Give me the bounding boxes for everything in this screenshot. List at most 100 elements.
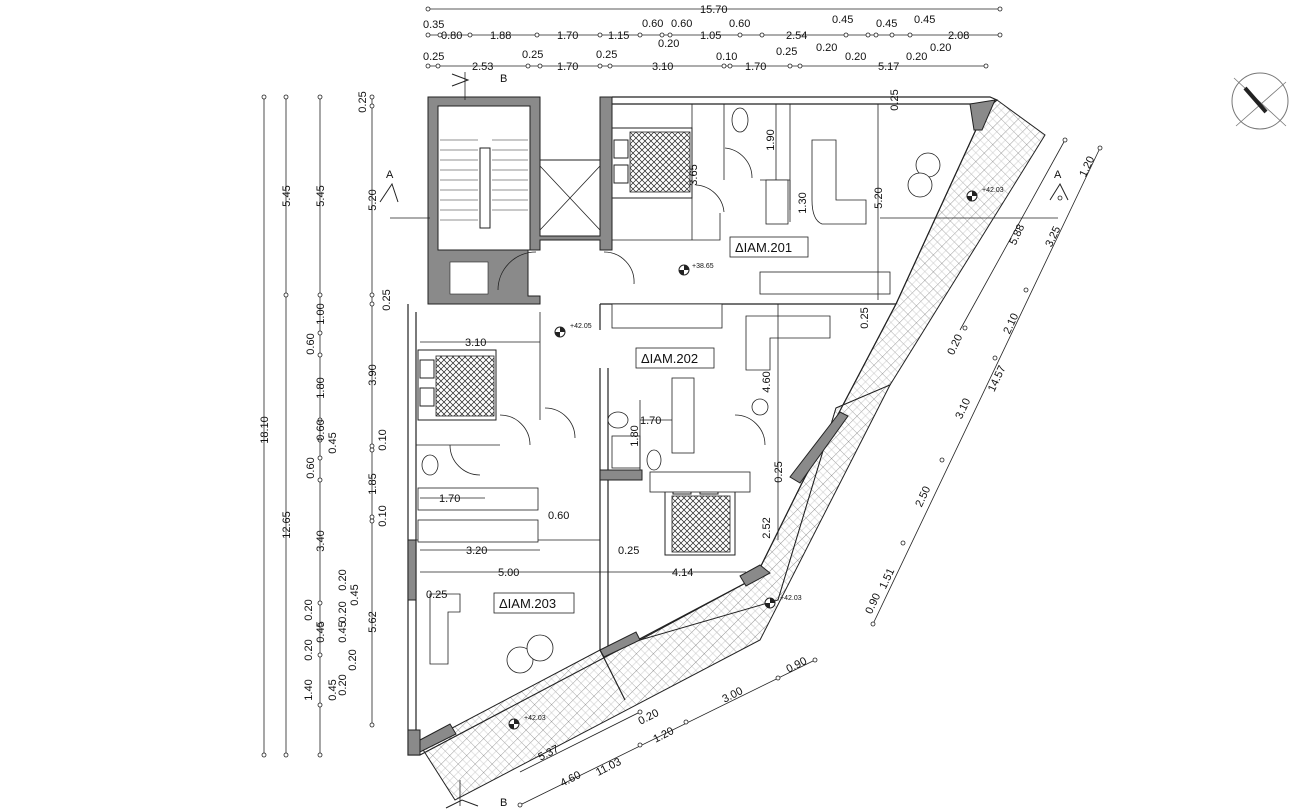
section-marks: A A B B: [379, 72, 1069, 809]
dim-left-c4: 0.10: [377, 429, 389, 450]
top-dimension-lines: 15.70 0.35 0.80 1.88 1.70 1.15 0.60 0.60…: [423, 4, 1003, 73]
level-marker-icon: [764, 597, 776, 609]
dim-top-r1: 1.88: [490, 30, 511, 42]
level-marker-icon: [554, 326, 566, 338]
dim-top-r2: 2.53: [472, 61, 493, 73]
door-swings: [449, 147, 766, 476]
north-arrow-icon: [1231, 72, 1289, 130]
dim-top-r1: 0.20: [658, 38, 679, 50]
dim-left-c3: 0.60: [315, 419, 327, 440]
dim-inner: 0.25: [426, 589, 447, 601]
dim-left-c4: 5.62: [367, 611, 379, 632]
dim-top-r1: 0.80: [441, 30, 462, 42]
dim-top-r1: 0.45: [832, 14, 853, 26]
dim-right: 3.10: [953, 396, 973, 420]
dim-right: 1.20: [1077, 154, 1097, 178]
dim-top-r2: 5.17: [878, 61, 899, 73]
dim-top-r2: 0.25: [522, 49, 543, 61]
dim-right: 0.20: [945, 332, 965, 356]
dim-top-r1: 2.08: [948, 30, 969, 42]
dim-left-c3: 1.40: [303, 679, 315, 700]
dim-left-c3: 0.45: [349, 584, 361, 605]
dim-top-r2: 1.70: [557, 61, 578, 73]
kitchen-fixtures: [417, 107, 891, 543]
dim-inner: 4.14: [672, 567, 693, 579]
dim-top-r1: 0.20: [845, 51, 866, 63]
dim-inner: 0.25: [889, 89, 901, 110]
dim-right: 3.25: [1043, 224, 1063, 248]
dim-right: 2.10: [1001, 311, 1021, 335]
room-label-203: ΔIAM.203: [499, 596, 556, 611]
dim-top-r2: 0.25: [776, 46, 797, 58]
dim-left-c3: 0.20: [337, 674, 349, 695]
level-label: +38.65: [692, 263, 714, 270]
dim-left-c4: 0.25: [381, 289, 393, 310]
dim-bottom: 0.90: [784, 655, 809, 675]
section-mark-a: A: [386, 169, 394, 181]
dim-top-r1: 0.60: [642, 18, 663, 30]
dim-inner: 1.30: [797, 192, 809, 213]
section-mark-b: B: [500, 797, 507, 809]
dim-right: 14.57: [986, 364, 1009, 394]
dim-left-c3: 0.45: [327, 432, 339, 453]
dim-left-c3: 0.45: [327, 679, 339, 700]
dim-top-overall: 15.70: [700, 4, 728, 16]
dim-left-c3: 1.80: [315, 377, 327, 398]
level-marker-icon: [508, 718, 520, 730]
dim-left-c4: 0.25: [357, 91, 369, 112]
dim-top-r1: 0.20: [930, 42, 951, 54]
dim-inner: 5.00: [498, 567, 519, 579]
level-label: +42.05: [570, 323, 592, 330]
dim-top-r2: 1.70: [745, 61, 766, 73]
inner-dimension-lines: [420, 104, 879, 573]
dim-top-r1: 1.05: [700, 30, 721, 42]
room-label-201: ΔIAM.201: [735, 240, 792, 255]
dim-top-r1: 0.20: [816, 42, 837, 54]
level-label: +42.03: [982, 187, 1004, 194]
dim-inner: 3.10: [465, 337, 486, 349]
dim-bottom: 1.20: [651, 725, 676, 745]
dim-bottom: 11.03: [594, 756, 623, 779]
sofas: [429, 139, 941, 674]
dim-left-c3: 0.20: [303, 639, 315, 660]
dim-inner: 5.20: [873, 187, 885, 208]
dim-inner: 1.70: [439, 493, 460, 505]
dim-left-c3: 0.20: [337, 569, 349, 590]
dim-top-r1: 0.20: [906, 51, 927, 63]
dim-left-c2: 5.45: [281, 185, 293, 206]
dim-inner: 1.90: [765, 129, 777, 150]
dim-top-r1: 1.70: [557, 30, 578, 42]
dim-left-c4: 3.90: [367, 364, 379, 385]
dim-top-r1: 0.60: [729, 18, 750, 30]
dim-left-c3: 0.20: [303, 599, 315, 620]
dim-right: 5.88: [1007, 222, 1027, 246]
dim-inner: 1.70: [640, 415, 661, 427]
dim-right: 0.90: [863, 591, 883, 615]
room-labels: ΔIAM.201 ΔIAM.202 ΔIAM.203: [493, 236, 809, 614]
dim-inner: 0.25: [618, 545, 639, 557]
dim-left-c3: 0.45: [315, 621, 327, 642]
dim-top-r2: 0.25: [423, 51, 444, 63]
inner-dimension-texts: 3.65 1.90 1.30 5.20 0.25 0.25 3.10 4.60 …: [426, 89, 901, 601]
level-label: +42.03: [780, 595, 802, 602]
room-label-202: ΔIAM.202: [641, 351, 698, 366]
dim-top-r1: 0.60: [671, 18, 692, 30]
section-mark-a: A: [1054, 169, 1062, 181]
dim-bottom: 3.00: [720, 685, 745, 705]
dim-inner: 0.25: [773, 461, 785, 482]
dim-top-r1: 0.45: [914, 14, 935, 26]
dim-inner: 1.80: [629, 425, 641, 446]
dim-top-r2: 3.10: [652, 61, 673, 73]
dim-left-c3: 0.60: [305, 333, 317, 354]
dim-left-c3: 5.45: [315, 185, 327, 206]
dim-bottom: 4.60: [558, 769, 583, 789]
dim-top-r1: 0.45: [876, 18, 897, 30]
dim-inner: 4.60: [761, 371, 773, 392]
dim-top-r2: 0.25: [596, 49, 617, 61]
dim-top-r1: 0.35: [423, 19, 444, 31]
dim-left-c3: 0.20: [347, 649, 359, 670]
dim-left-c3: 0.45: [337, 621, 349, 642]
dim-top-r2: 0.10: [716, 51, 737, 63]
dim-top-r1: 1.15: [608, 30, 629, 42]
